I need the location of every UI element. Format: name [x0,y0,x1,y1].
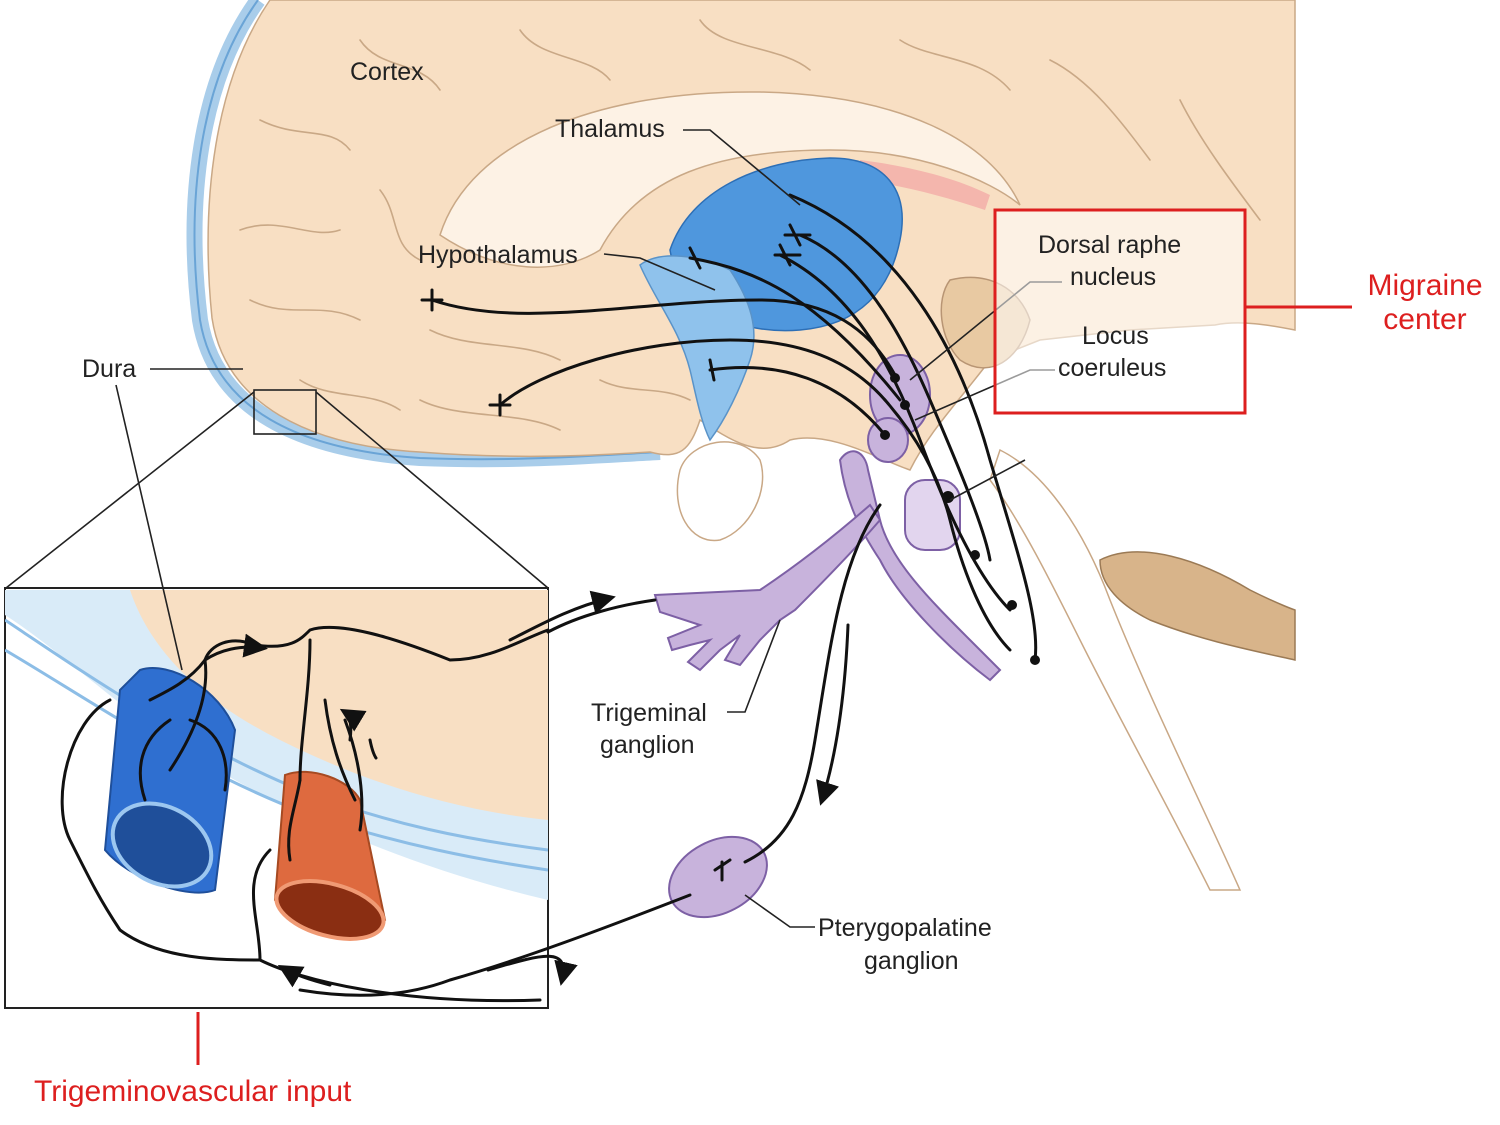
afferent-to-trigeminal [546,598,657,634]
brainstem [989,448,1242,891]
pterygopalatine-label-line1: Pterygopalatine [818,914,992,942]
trigeminal-leader [727,619,781,713]
inset-panel [4,587,550,1009]
locus-label-line2: coeruleus [1058,354,1166,382]
descending-pathways [420,193,1040,665]
ptery-synapse [713,858,732,882]
dura-leader-down [115,384,183,671]
efferent-down [743,503,882,864]
efferent-arrow-left [486,954,578,986]
pituitary-region [676,441,764,542]
pterygopalatine-ganglion-shape [668,835,768,919]
dura-zoom-box [253,389,317,435]
artery [273,770,387,941]
trigeminovascular-input-label: Trigeminovascular input [34,1075,352,1108]
zoom-line-right [315,391,549,589]
dorsal-raphe-label-line2: nucleus [1070,263,1156,291]
pterygopalatine-leader [744,894,815,928]
dura-label: Dura [82,355,136,383]
dorsal-raphe-label-line1: Dorsal raphe [1038,231,1181,259]
afferent-arrow [508,590,616,642]
trigeminal-label-line2: ganglion [600,731,695,759]
locus-label-line1: Locus [1082,322,1149,350]
migraine-center-box [993,208,1247,415]
hypothalamus-label: Hypothalamus [418,241,578,269]
cerebellum [1099,551,1296,661]
corpus-callosum [439,91,1021,268]
trigeminal-label-line1: Trigeminal [591,699,707,727]
efferent-arrow-down [816,623,850,806]
migraine-center-label-line2: center [1383,303,1466,336]
fornix [860,160,990,210]
trigeminal-ganglion-shape [653,503,882,672]
thalamus-label: Thalamus [555,115,665,143]
pterygopalatine-label-line2: ganglion [864,947,959,975]
cortex-gyri [239,19,1261,431]
brainstem-leader [949,459,1026,501]
meninges-outline [186,0,661,468]
hypothalamus-leader [603,253,716,291]
zoom-line-left [5,391,255,589]
efferent-from-ptery [298,893,692,997]
cortex-label: Cortex [350,58,424,86]
migraine-center-label-line1: Migraine [1367,269,1482,302]
thalamus-leader [683,129,801,206]
